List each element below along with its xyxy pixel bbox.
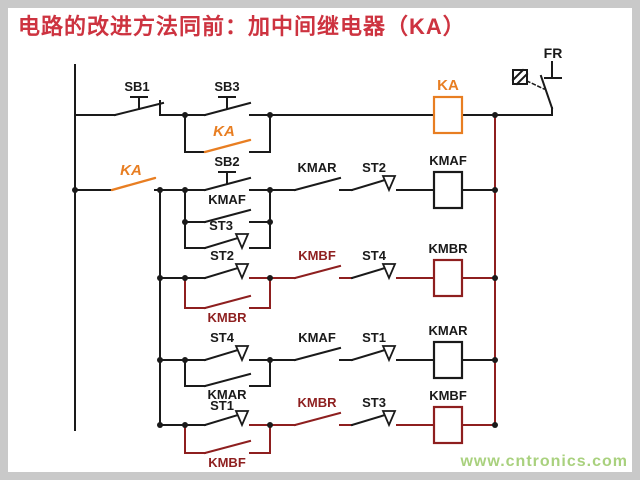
ka-bypass-contact [203,138,252,154]
ka-seal-contact [110,176,157,192]
kmar-coil [432,340,464,380]
st3-bypass-label: ST3 [209,218,233,233]
st1-contact-r4 [350,345,397,363]
st1-r4-label: ST1 [362,330,386,345]
kmbf-contact-r3 [293,264,342,280]
kmbr-contact-r5 [293,411,342,427]
kmbf-bypass-label: KMBF [208,455,246,470]
st3-contact-r5 [350,410,397,428]
ka-coil-label: KA [437,77,459,94]
st3-r5-label: ST3 [362,395,386,410]
st4-contact-r3 [350,263,397,281]
sb1-contact [113,96,165,117]
kmar-coil-label: KMAR [429,323,469,338]
ka-coil [432,95,464,135]
kmaf-bypass-label: KMAF [208,192,246,207]
kmar-r2-label: KMAR [298,160,338,175]
kmaf-coil-label: KMAF [429,153,467,168]
sb3-contact [203,96,252,117]
fr-heater-box [512,69,528,85]
st2-contact-r3 [203,263,250,281]
sb2-label: SB2 [214,154,239,169]
st2-contact-r2 [350,175,397,193]
rung-5: ST1 KMBF KMBR ST3 KMBF [159,388,496,470]
kmar-contact-r2 [293,176,342,192]
sb2-contact [203,171,252,192]
rung-3: ST2 KMBR KMBF ST4 KMBR [159,241,496,325]
kmbr-bypass-label: KMBR [208,310,248,325]
kmaf-bypass-contact [203,208,252,224]
st2-r2-label: ST2 [362,160,386,175]
st4-contact-r4 [203,345,250,363]
fr-label: FR [544,45,563,61]
kmaf-contact-r4 [293,346,342,362]
st1-contact-r5 [203,410,250,428]
kmaf-coil [432,170,464,210]
st1-r5-label: ST1 [210,398,234,413]
st3-bypass-contact [203,233,250,251]
watermark: www.cntronics.com [459,453,628,470]
kmar-bypass-label: KMAR [208,387,248,402]
rung2-wires [74,189,496,249]
sb3-label: SB3 [214,79,239,94]
kmaf-r4-label: KMAF [298,330,336,345]
st4-r3-label: ST4 [362,248,387,263]
kmbr-coil-label: KMBR [429,241,469,256]
rung1-wires [74,107,553,153]
sb1-label: SB1 [124,79,149,94]
rung-1: SB1 SB3 KA KA FR [74,45,563,154]
junction-dots [72,112,498,428]
kmbr-bypass-contact [203,294,252,310]
rung-2: KA SB2 KMAF ST3 KMAR ST2 KMAF [74,153,496,251]
page-title: 电路的改进方法同前：加中间继电器（KA） [18,14,466,39]
st4-r4-label: ST4 [210,330,235,345]
ka-bypass-label: KA [213,123,235,140]
fr-thermal-contact [511,61,562,110]
kmbr-coil [432,258,464,298]
power-rails [74,64,496,431]
kmar-bypass-contact [203,372,252,388]
kmbf-coil-label: KMBF [429,388,467,403]
kmbf-r3-label: KMBF [298,248,336,263]
st2-r3-label: ST2 [210,248,234,263]
kmbf-coil [432,405,464,445]
kmbr-r5-label: KMBR [298,395,338,410]
kmbf-bypass-contact [203,439,252,455]
ka-contact-label: KA [120,162,142,179]
